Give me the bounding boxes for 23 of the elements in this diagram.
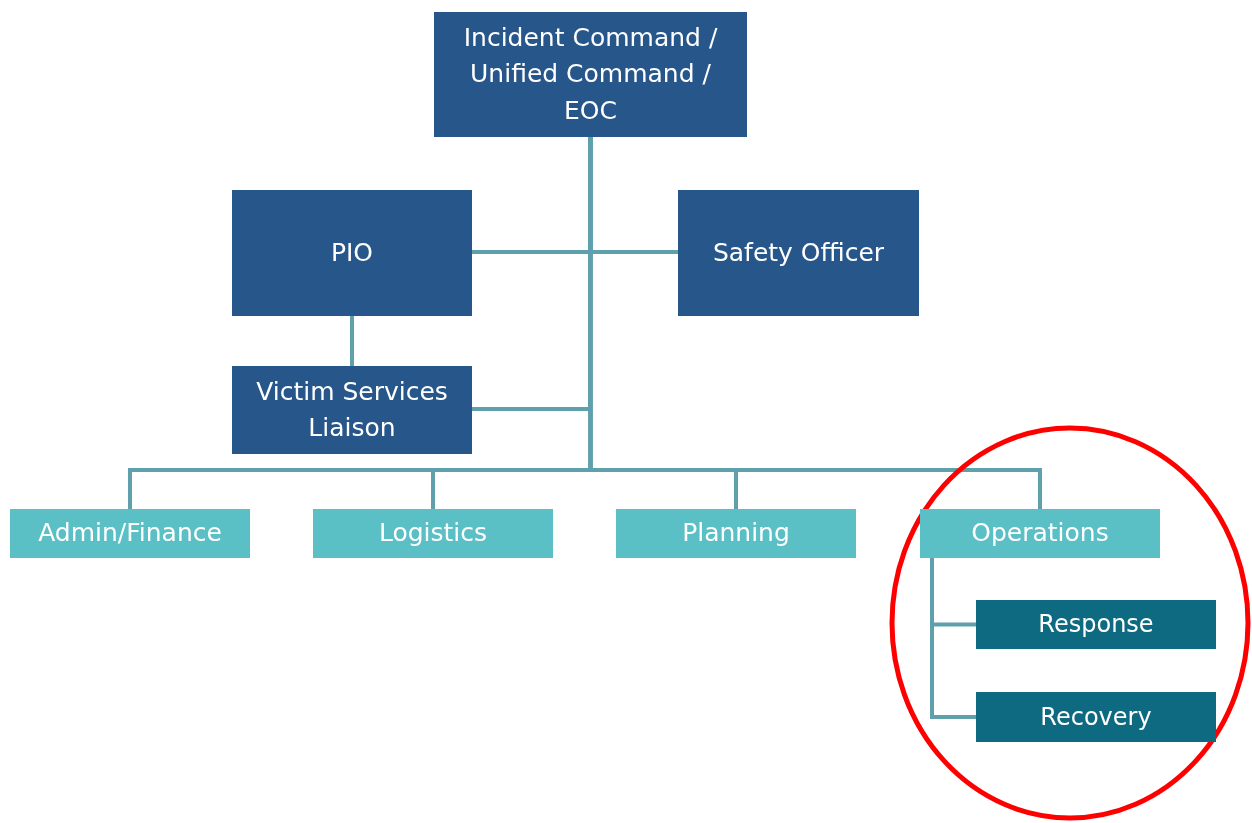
connector-line bbox=[472, 137, 592, 411]
unit-box bbox=[976, 600, 1216, 649]
box-label: Recovery bbox=[1040, 701, 1152, 733]
box-label: Logistics bbox=[378, 517, 488, 550]
box-label: Admin/Finance bbox=[38, 517, 222, 550]
box-label: Response bbox=[1038, 609, 1154, 641]
box-label: Operations bbox=[971, 517, 1109, 550]
box-label: Victim Services Liaison bbox=[255, 375, 449, 444]
connector-line bbox=[350, 316, 354, 366]
command-box bbox=[434, 12, 747, 137]
division-box bbox=[313, 509, 553, 558]
unit-box bbox=[976, 692, 1216, 742]
division-box bbox=[616, 509, 856, 558]
connector-line bbox=[930, 558, 976, 719]
box-label: Safety Officer bbox=[712, 236, 885, 269]
division-box bbox=[10, 509, 250, 558]
box-label: Planning bbox=[682, 517, 790, 550]
command-box bbox=[232, 366, 472, 454]
division-box bbox=[920, 509, 1160, 558]
command-box bbox=[678, 190, 919, 316]
box-label: Incident Command / Unified Command / EOC bbox=[462, 22, 719, 127]
box-label: PIO bbox=[330, 236, 374, 269]
command-box bbox=[232, 190, 472, 316]
